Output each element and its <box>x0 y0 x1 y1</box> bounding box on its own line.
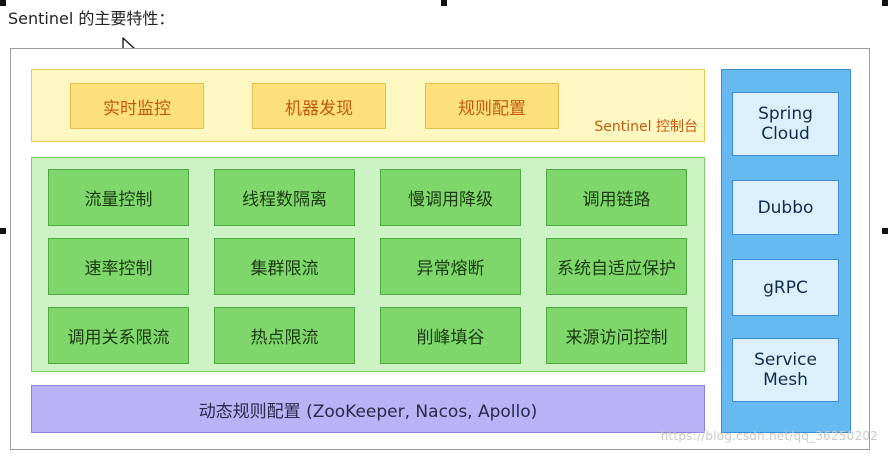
integration-label-line2: Cloud <box>761 124 810 144</box>
feature-flow-control: 流量控制 <box>48 169 189 226</box>
feature-thread-isolation: 线程数隔离 <box>214 169 355 226</box>
integration-grpc: gRPC <box>732 259 839 316</box>
integration-label-line1: Spring <box>758 104 813 124</box>
feature-relation-limit: 调用关系限流 <box>48 307 189 364</box>
integration-label-line1: Service <box>754 350 817 370</box>
selection-handle-middle-right[interactable] <box>882 228 888 234</box>
selection-handle-middle-left[interactable] <box>0 228 6 234</box>
dynamic-rule-config-bar: 动态规则配置 (ZooKeeper, Nacos, Apollo) <box>31 385 705 433</box>
integration-spring-cloud: Spring Cloud <box>732 92 839 156</box>
feature-rate-control: 速率控制 <box>48 238 189 295</box>
watermark-url: https://blog.csdn.net/qq_36250202 <box>660 429 878 443</box>
console-item-machine-discovery: 机器发现 <box>252 83 386 129</box>
feature-slow-call-degrade: 慢调用降级 <box>380 169 521 226</box>
integration-service-mesh: Service Mesh <box>732 338 839 402</box>
selection-handle-top-left[interactable] <box>0 0 6 6</box>
console-label: Sentinel 控制台 <box>594 119 698 135</box>
feature-adaptive-protection: 系统自适应保护 <box>546 238 687 295</box>
feature-cluster-limit: 集群限流 <box>214 238 355 295</box>
integration-dubbo: Dubbo <box>732 180 839 235</box>
selection-handle-top-right[interactable] <box>882 0 888 6</box>
integration-label: Dubbo <box>757 197 814 218</box>
console-item-rule-config: 规则配置 <box>425 83 559 129</box>
feature-peak-shaving: 削峰填谷 <box>380 307 521 364</box>
integration-label-line2: Mesh <box>763 370 808 390</box>
feature-origin-access-control: 来源访问控制 <box>546 307 687 364</box>
integration-label: gRPC <box>763 277 808 298</box>
console-item-realtime-monitoring: 实时监控 <box>70 83 204 129</box>
feature-call-chain: 调用链路 <box>546 169 687 226</box>
page-title: Sentinel 的主要特性： <box>8 9 175 28</box>
feature-hotspot-limit: 热点限流 <box>214 307 355 364</box>
selection-handle-top-center[interactable] <box>441 0 447 6</box>
feature-exception-circuit-break: 异常熔断 <box>380 238 521 295</box>
